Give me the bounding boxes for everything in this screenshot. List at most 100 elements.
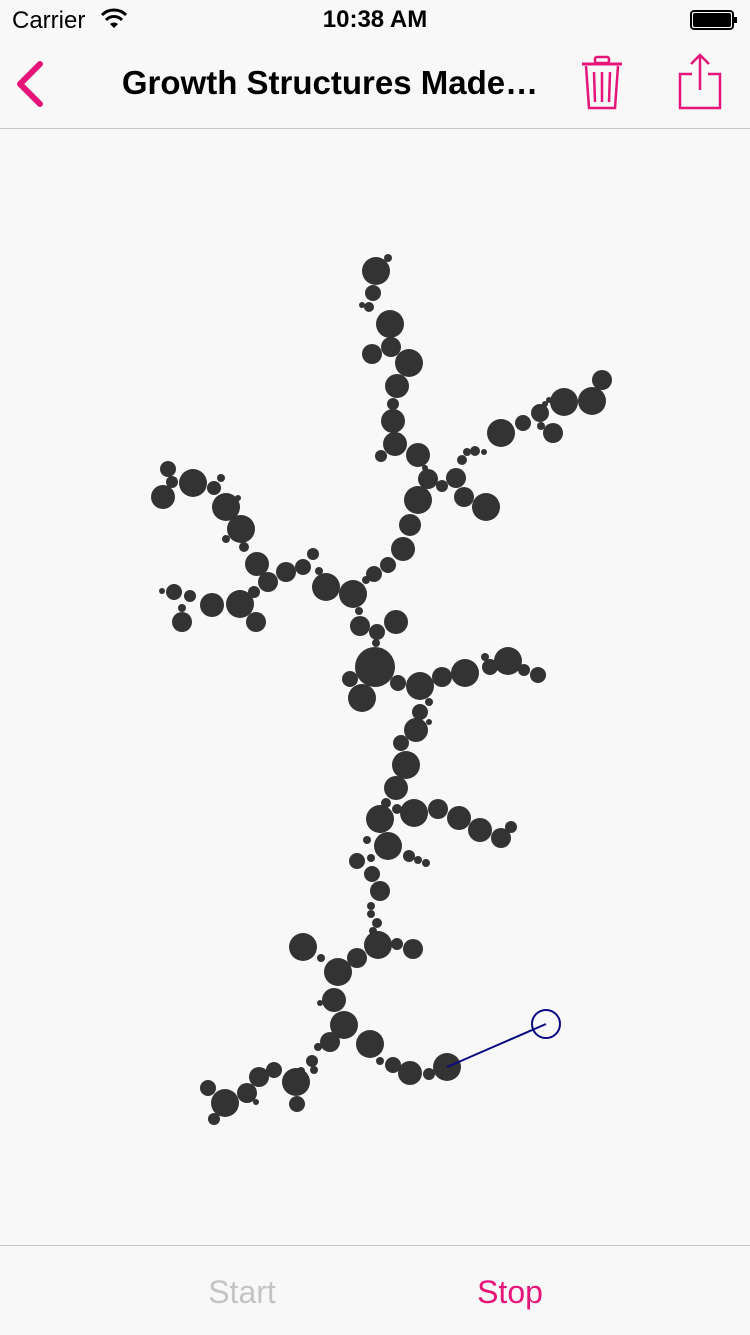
particle bbox=[239, 542, 249, 552]
particle bbox=[414, 856, 422, 864]
particle bbox=[235, 495, 241, 501]
particle bbox=[385, 1057, 401, 1073]
particle bbox=[387, 398, 399, 410]
walker-link bbox=[446, 1023, 547, 1068]
particle bbox=[342, 671, 358, 687]
particle bbox=[578, 387, 606, 415]
particle bbox=[314, 1043, 322, 1051]
particle bbox=[366, 805, 394, 833]
particle bbox=[222, 535, 230, 543]
particle bbox=[487, 419, 515, 447]
particle bbox=[412, 704, 428, 720]
particle bbox=[491, 828, 511, 848]
particle bbox=[468, 818, 492, 842]
particle bbox=[227, 515, 255, 543]
particle bbox=[400, 799, 428, 827]
particle bbox=[592, 370, 612, 390]
particle bbox=[392, 804, 402, 814]
stop-button[interactable]: Stop bbox=[477, 1274, 543, 1310]
particle bbox=[359, 302, 365, 308]
particle bbox=[370, 881, 390, 901]
particle bbox=[404, 486, 432, 514]
particle bbox=[428, 799, 448, 819]
particle bbox=[425, 698, 433, 706]
particle bbox=[470, 446, 480, 456]
particle bbox=[362, 257, 390, 285]
particle bbox=[362, 576, 370, 584]
particle bbox=[237, 1083, 257, 1103]
particle bbox=[207, 481, 221, 495]
particle bbox=[246, 612, 266, 632]
particle bbox=[217, 474, 225, 482]
particle bbox=[392, 751, 420, 779]
particle bbox=[315, 567, 323, 575]
particle bbox=[339, 580, 367, 608]
particle bbox=[276, 562, 296, 582]
particle bbox=[366, 566, 382, 582]
share-icon[interactable] bbox=[674, 52, 726, 112]
particle bbox=[393, 735, 409, 751]
particle bbox=[178, 604, 186, 612]
particle bbox=[317, 1000, 323, 1006]
particle bbox=[406, 672, 434, 700]
particle bbox=[406, 443, 430, 467]
particle bbox=[398, 1061, 422, 1085]
particle bbox=[356, 1030, 384, 1058]
particle bbox=[436, 480, 448, 492]
particle bbox=[384, 254, 392, 262]
particle bbox=[481, 449, 487, 455]
particle bbox=[384, 610, 408, 634]
particle bbox=[258, 572, 278, 592]
particle bbox=[355, 647, 395, 687]
particle bbox=[364, 866, 380, 882]
particle bbox=[457, 455, 467, 465]
particle bbox=[317, 954, 325, 962]
particle bbox=[372, 918, 382, 928]
particle bbox=[418, 469, 438, 489]
particle bbox=[472, 493, 500, 521]
particle bbox=[380, 557, 396, 573]
particle bbox=[391, 938, 403, 950]
particle bbox=[423, 1068, 435, 1080]
particle bbox=[454, 487, 474, 507]
particle bbox=[505, 821, 517, 833]
trash-icon[interactable] bbox=[578, 54, 626, 112]
particle bbox=[376, 1057, 384, 1065]
particle bbox=[537, 422, 545, 430]
particle bbox=[364, 931, 392, 959]
particle bbox=[212, 493, 240, 521]
particle bbox=[200, 1080, 216, 1096]
battery-icon bbox=[690, 10, 737, 30]
particle bbox=[312, 573, 340, 601]
particle bbox=[369, 624, 385, 640]
particle bbox=[179, 469, 207, 497]
particle bbox=[375, 450, 387, 462]
page-title: Growth Structures Made… bbox=[121, 64, 539, 101]
particle bbox=[324, 958, 352, 986]
start-button[interactable]: Start bbox=[208, 1274, 276, 1310]
particle bbox=[365, 285, 381, 301]
particle bbox=[350, 616, 370, 636]
particle bbox=[200, 593, 224, 617]
navigation-bar: Growth Structures Made… bbox=[0, 40, 750, 129]
status-bar: Carrier 10:38 AM bbox=[0, 0, 750, 40]
particle bbox=[383, 432, 407, 456]
particle bbox=[422, 859, 430, 867]
particle bbox=[381, 409, 405, 433]
particle bbox=[266, 1062, 282, 1078]
particle bbox=[349, 853, 365, 869]
particle bbox=[384, 776, 408, 800]
particle bbox=[160, 461, 176, 477]
particle bbox=[289, 1096, 305, 1112]
particle bbox=[253, 1099, 259, 1105]
growth-canvas[interactable] bbox=[0, 129, 750, 1244]
back-chevron-icon[interactable] bbox=[10, 58, 50, 110]
particle bbox=[391, 537, 415, 561]
particle bbox=[543, 423, 563, 443]
particle bbox=[249, 1067, 269, 1087]
particle bbox=[151, 485, 175, 509]
particle bbox=[426, 719, 432, 725]
particle bbox=[399, 514, 421, 536]
particle bbox=[226, 590, 254, 618]
particle bbox=[363, 836, 371, 844]
